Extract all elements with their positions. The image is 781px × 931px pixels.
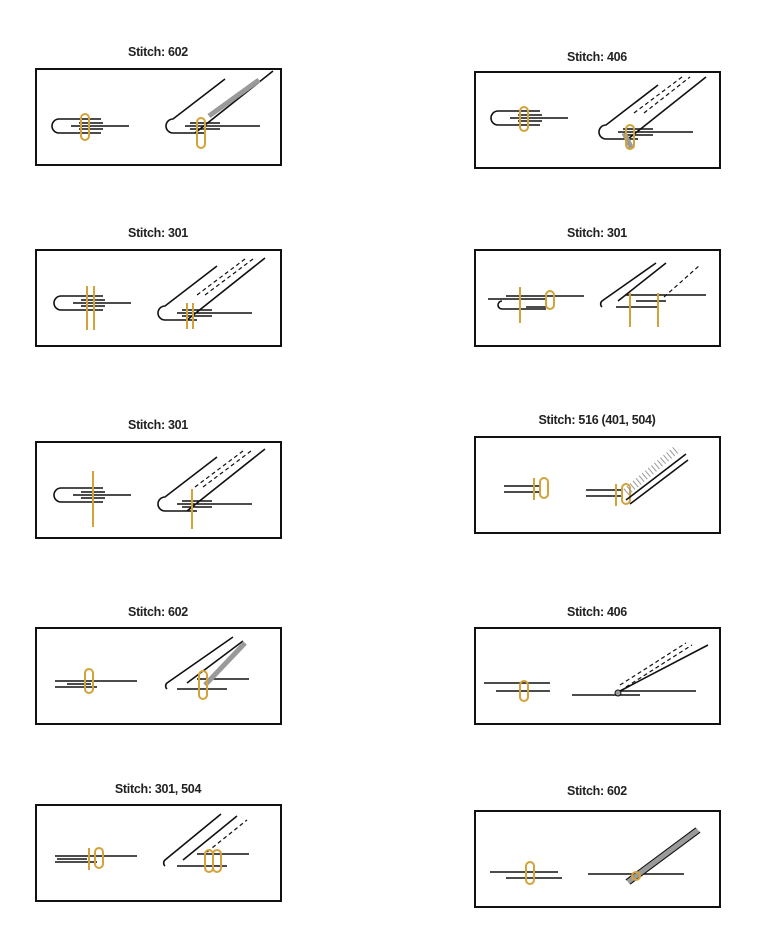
panel-title: Stitch: 516 (401, 504) (538, 413, 656, 427)
seam-drawing (488, 262, 706, 327)
panel-title: Stitch: 406 (567, 605, 627, 619)
fabric-fold-perspective (598, 84, 659, 140)
thread-loop (80, 113, 90, 141)
panel-title: Stitch: 301, 504 (114, 782, 202, 796)
seam-drawing (490, 827, 701, 885)
fabric-fold-perspective (165, 78, 226, 134)
seam-illustration (474, 71, 721, 169)
seam-drawing (55, 813, 249, 873)
thread-loop (545, 290, 555, 310)
seam-illustration (35, 441, 282, 539)
seam-illustration (35, 68, 282, 166)
thread-loop (94, 847, 104, 869)
thread-loop (198, 670, 208, 700)
fabric-fold-perspective (157, 456, 218, 512)
thread-loop (525, 861, 535, 885)
panel-title: Stitch: 602 (128, 45, 188, 59)
thread-loop (212, 849, 222, 873)
panel-title: Stitch: 301 (567, 226, 627, 240)
seam-illustration (35, 627, 282, 725)
seam-drawing (53, 448, 266, 529)
fabric-fold (51, 118, 101, 134)
thread-loop (84, 668, 94, 694)
panel-title: Stitch: 301 (128, 418, 188, 432)
seam-drawing (484, 642, 709, 702)
thread-loop (196, 117, 206, 149)
seam-drawing (490, 76, 707, 151)
thread-loop (621, 483, 631, 505)
seam-illustration (474, 249, 721, 347)
fabric-fold (53, 295, 103, 311)
seam-illustration (474, 436, 721, 534)
fabric-fold (53, 487, 103, 503)
panel-title: Stitch: 602 (128, 605, 188, 619)
seam-drawing (55, 636, 249, 700)
seam-drawing (51, 70, 274, 149)
seam-illustration (474, 627, 721, 725)
panel-title: Stitch: 301 (128, 226, 188, 240)
thread-loop (519, 106, 529, 132)
seam-illustration (35, 804, 282, 902)
fabric-fold (490, 110, 540, 126)
thread-loop (519, 680, 529, 702)
panel-title: Stitch: 406 (567, 50, 627, 64)
fabric-fold-perspective (157, 265, 218, 321)
seam-illustration (35, 249, 282, 347)
seam-illustration (474, 810, 721, 908)
seam-drawing (53, 257, 266, 330)
thread-loop (625, 124, 635, 150)
seam-drawing (504, 444, 689, 506)
panel-title: Stitch: 602 (567, 784, 627, 798)
thread-loop (539, 477, 549, 499)
